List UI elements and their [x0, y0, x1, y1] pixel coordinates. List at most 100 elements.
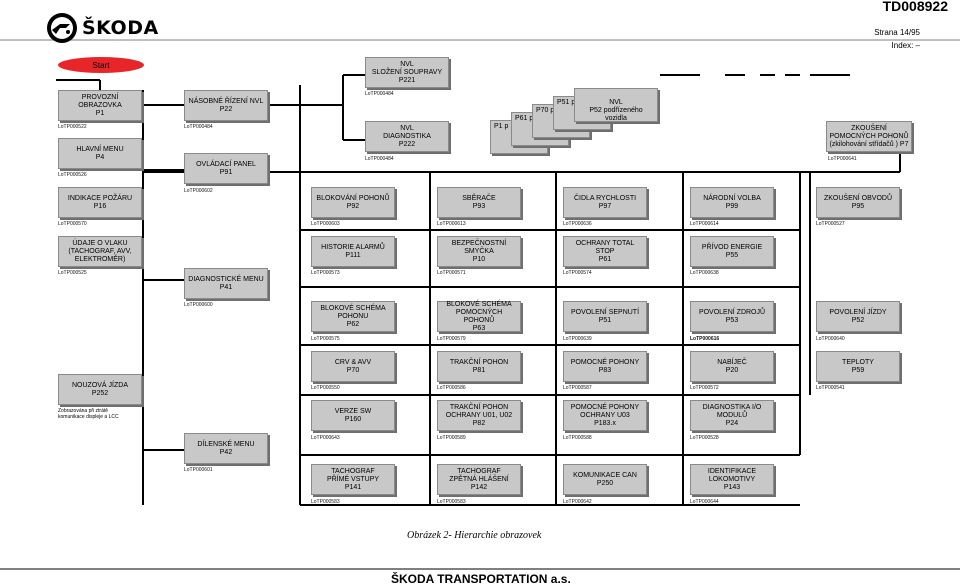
box-p183[interactable]: POMOCNÉ POHONY OCHRANY U03 P183.x	[563, 400, 647, 431]
box-p221[interactable]: NVL SLOŽENÍ SOUPRAVY P221	[365, 57, 449, 88]
box-label: PROVOZNÍ OBRAZOVKA P1	[78, 93, 122, 117]
box-p141[interactable]: TACHOGRAF PŘÍMÉ VSTUPY P141	[311, 464, 395, 495]
box-p42[interactable]: DÍLENSKÉ MENU P42	[184, 433, 268, 464]
box-label: DIAGNOSTICKÉ MENU P41	[188, 275, 264, 291]
box-code: LoTP000575	[311, 336, 340, 342]
box-label: NÁRODNÍ VOLBA P99	[703, 194, 761, 210]
box-p81[interactable]: TRAKČNÍ POHON P81	[437, 351, 521, 382]
box-p99[interactable]: NÁRODNÍ VOLBA P99	[690, 187, 774, 218]
box-p82[interactable]: TRAKČNÍ POHON OCHRANY U01, U02 P82	[437, 400, 521, 431]
box-p55[interactable]: PŘÍVOD ENERGIE P55	[690, 236, 774, 267]
start-label: Start	[92, 60, 110, 70]
box-label: NOUZOVÁ JÍZDA P252	[71, 381, 128, 397]
box-code: LoTP000616	[690, 336, 720, 342]
box-code: LoTP000614	[690, 221, 719, 227]
figure-caption: Obrázek 2- Hierarchie obrazovek	[407, 530, 542, 541]
box-p142[interactable]: TACHOGRAF ZPĚTNÁ HLÁŠENÍ P142	[437, 464, 521, 495]
box-p53[interactable]: POVOLENÍ ZDROJŮ P53	[690, 301, 774, 332]
box-p59[interactable]: TEPLOTY P59	[816, 351, 900, 382]
box-label: TACHOGRAF PŘÍMÉ VSTUPY P141	[326, 467, 380, 491]
box-p61[interactable]: OCHRANY TOTAL STOP P61	[563, 236, 647, 267]
box-label: NÁSOBNÉ ŘÍZENÍ NVL P22	[188, 97, 264, 113]
box-p16[interactable]: INDIKACE POŽÁRU P16	[58, 187, 142, 218]
skoda-winged-arrow-icon	[47, 13, 77, 43]
box-p20[interactable]: NABÍJEČ P20	[690, 351, 774, 382]
box-label: TRAKČNÍ POHON P81	[449, 358, 509, 374]
box-p70[interactable]: CRV & AVV P70	[311, 351, 395, 382]
box-label: POMOCNÉ POHONY P83	[570, 358, 640, 374]
box-p97[interactable]: ČIDLA RYCHLOSTI P97	[563, 187, 647, 218]
box-p63[interactable]: BLOKOVÉ SCHÉMA POMOCNÝCH POHONŮ P63	[437, 301, 521, 332]
box-p4[interactable]: HLAVNÍ MENU P4	[58, 138, 142, 169]
footer-company: ŠKODA TRANSPORTATION a.s.	[391, 572, 571, 586]
box-code: LoTP000484	[184, 124, 213, 130]
box-code: LoTP000636	[563, 221, 592, 227]
box-label: TACHOGRAF ZPĚTNÁ HLÁŠENÍ P142	[449, 467, 509, 491]
box-label: POVOLENÍ JÍZDY P52	[829, 308, 887, 324]
box-label: HISTORIE ALARMŮ P111	[321, 243, 385, 259]
box-code: LoTP000528	[690, 435, 719, 441]
box-label: PŘÍVOD ENERGIE P55	[701, 243, 763, 259]
box-p51[interactable]: POVOLENÍ SEPNUTÍ P51	[563, 301, 647, 332]
box-label: ČIDLA RYCHLOSTI P97	[573, 194, 637, 210]
box-p1[interactable]: PROVOZNÍ OBRAZOVKA P1	[58, 90, 142, 121]
box-code: LoTP000587	[563, 385, 592, 391]
page-number: Strana 14/95	[874, 28, 920, 37]
box-p95[interactable]: ZKOUŠENÍ OBVODŮ P95	[816, 187, 900, 218]
box-code: LoTP000600	[184, 302, 213, 308]
box-code: LoTP000573	[311, 270, 340, 276]
box-p250[interactable]: KOMUNIKACE CAN P250	[563, 464, 647, 495]
box-code: LoTP000572	[690, 385, 719, 391]
box-label: TRAKČNÍ POHON OCHRANY U01, U02 P82	[445, 403, 513, 427]
box-p91[interactable]: OVLÁDACÍ PANEL P91	[184, 153, 268, 184]
box-p41[interactable]: DIAGNOSTICKÉ MENU P41	[184, 268, 268, 299]
stack-card-label: P1 p	[494, 123, 509, 130]
stack-card-label: P61 p	[515, 115, 534, 122]
box-code: LoTP000583	[311, 499, 340, 505]
box-p7[interactable]: ZKOUŠENÍ POMOCNÝCH POHONŮ (zkilohování s…	[826, 121, 912, 152]
box-p93[interactable]: SBĚRAČE P93	[437, 187, 521, 218]
stack-card-5: NVL P52 podřízeného vozidla 363.501	[574, 88, 658, 122]
box-code: LoTP000639	[563, 336, 592, 342]
stack-card-label: P70 p	[536, 107, 555, 114]
document-id: TD008922	[882, 0, 948, 14]
box-p83[interactable]: POMOCNÉ POHONY P83	[563, 351, 647, 382]
box-code: LoTP000613	[437, 221, 466, 227]
box-p62[interactable]: BLOKOVÉ SCHÉMA POHONU P62	[311, 301, 395, 332]
box-label: DIAGNOSTIKA I/O MODULŮ P24	[702, 403, 762, 427]
box-p143[interactable]: IDENTIFIKACE LOKOMOTIVY P143	[690, 464, 774, 495]
box-label: IDENTIFIKACE LOKOMOTIVY P143	[707, 467, 757, 491]
box-p111[interactable]: HISTORIE ALARMŮ P111	[311, 236, 395, 267]
box-p252[interactable]: NOUZOVÁ JÍZDA P252	[58, 374, 142, 405]
box-p222[interactable]: NVL DIAGNOSTIKA P222	[365, 121, 449, 152]
start-node: Start	[58, 57, 144, 73]
box-label: POVOLENÍ ZDROJŮ P53	[698, 308, 766, 324]
box-label: INDIKACE POŽÁRU P16	[67, 194, 133, 210]
box-code: LoTP000527	[816, 221, 845, 227]
box-p52[interactable]: POVOLENÍ JÍZDY P52	[816, 301, 900, 332]
box-code: LoTP000522	[58, 124, 87, 130]
box-label: OVLÁDACÍ PANEL P91	[196, 160, 256, 176]
box-label: BLOKOVÁNÍ POHONŮ P92	[316, 194, 390, 210]
box-code: LoTP000586	[437, 385, 466, 391]
box-p24[interactable]: DIAGNOSTIKA I/O MODULŮ P24	[690, 400, 774, 431]
box-code: LoTP000641	[828, 156, 857, 162]
box-p22[interactable]: NÁSOBNÉ ŘÍZENÍ NVL P22	[184, 90, 268, 121]
box-code: LoTP000526	[58, 172, 87, 178]
box-label: BLOKOVÉ SCHÉMA POHONU P62	[320, 304, 386, 328]
box-label: ZKOUŠENÍ POMOCNÝCH POHONŮ (zkilohování s…	[829, 124, 909, 148]
box-code: LoTP000644	[690, 499, 719, 505]
box-p10[interactable]: BEZPEČNOSTNÍ SMYČKA P10	[437, 236, 521, 267]
box-code: LoTP000525	[58, 270, 87, 276]
box-code: LoTP000602	[184, 188, 213, 194]
box-label: HLAVNÍ MENU P4	[76, 145, 124, 161]
p252-note: Zobrazována při ztrátě komunikace disple…	[58, 408, 119, 420]
box-p92[interactable]: BLOKOVÁNÍ POHONŮ P92	[311, 187, 395, 218]
box-code: LoTP000571	[437, 270, 466, 276]
box-label: NVL DIAGNOSTIKA P222	[383, 124, 431, 148]
box-p160[interactable]: VERZE SW P160	[311, 400, 395, 431]
box-vlak[interactable]: ÚDAJE O VLAKU (TACHOGRAF, AVV, ELEKTROMĚ…	[58, 236, 142, 267]
box-code: LoTP000550	[311, 385, 340, 391]
box-label: TEPLOTY P59	[842, 358, 874, 374]
